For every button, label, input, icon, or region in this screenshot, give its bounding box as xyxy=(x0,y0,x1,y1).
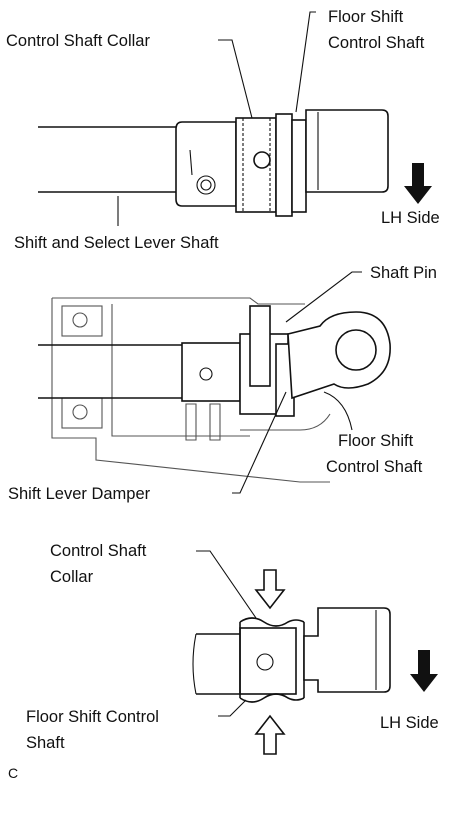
label-shift-select-lever-shaft: Shift and Select Lever Shaft xyxy=(14,234,219,252)
label-shaft-bottom: Shaft xyxy=(26,734,65,752)
label-control-shaft-collar: Control Shaft Collar xyxy=(6,32,150,50)
figure-code: C xyxy=(8,765,18,781)
down-arrow-icon xyxy=(404,163,432,204)
label-lh-side-bottom: LH Side xyxy=(380,714,439,732)
label-floor-shift-mid-line1: Floor Shift xyxy=(338,432,414,450)
label-floor-shift-control-bottom: Floor Shift Control xyxy=(26,708,159,726)
floor-shift-control-shaft-end xyxy=(305,109,389,193)
label-floor-shift-line1: Floor Shift xyxy=(328,8,404,26)
press-arrow-up-icon xyxy=(254,714,286,755)
shaft-pin xyxy=(249,305,271,387)
label-shaft-pin: Shaft Pin xyxy=(370,264,437,282)
label-floor-shift-line2: Control Shaft xyxy=(328,34,425,52)
label-floor-shift-mid-line2: Control Shaft xyxy=(326,458,423,476)
down-arrow-icon xyxy=(410,650,438,692)
top-illustration: Control Shaft Collar Floor Shift Control… xyxy=(6,8,440,252)
label-control-shaft: Control Shaft xyxy=(50,542,147,560)
middle-illustration: Shaft Pin Floor Shift Control Shaft Shif… xyxy=(8,264,437,503)
label-lh-side-top: LH Side xyxy=(381,209,440,227)
label-shift-lever-damper: Shift Lever Damper xyxy=(8,485,151,503)
bottom-illustration: Control Shaft Collar Floor Shift Control… xyxy=(26,542,439,755)
label-collar: Collar xyxy=(50,568,94,586)
press-arrow-down-icon xyxy=(254,569,286,610)
